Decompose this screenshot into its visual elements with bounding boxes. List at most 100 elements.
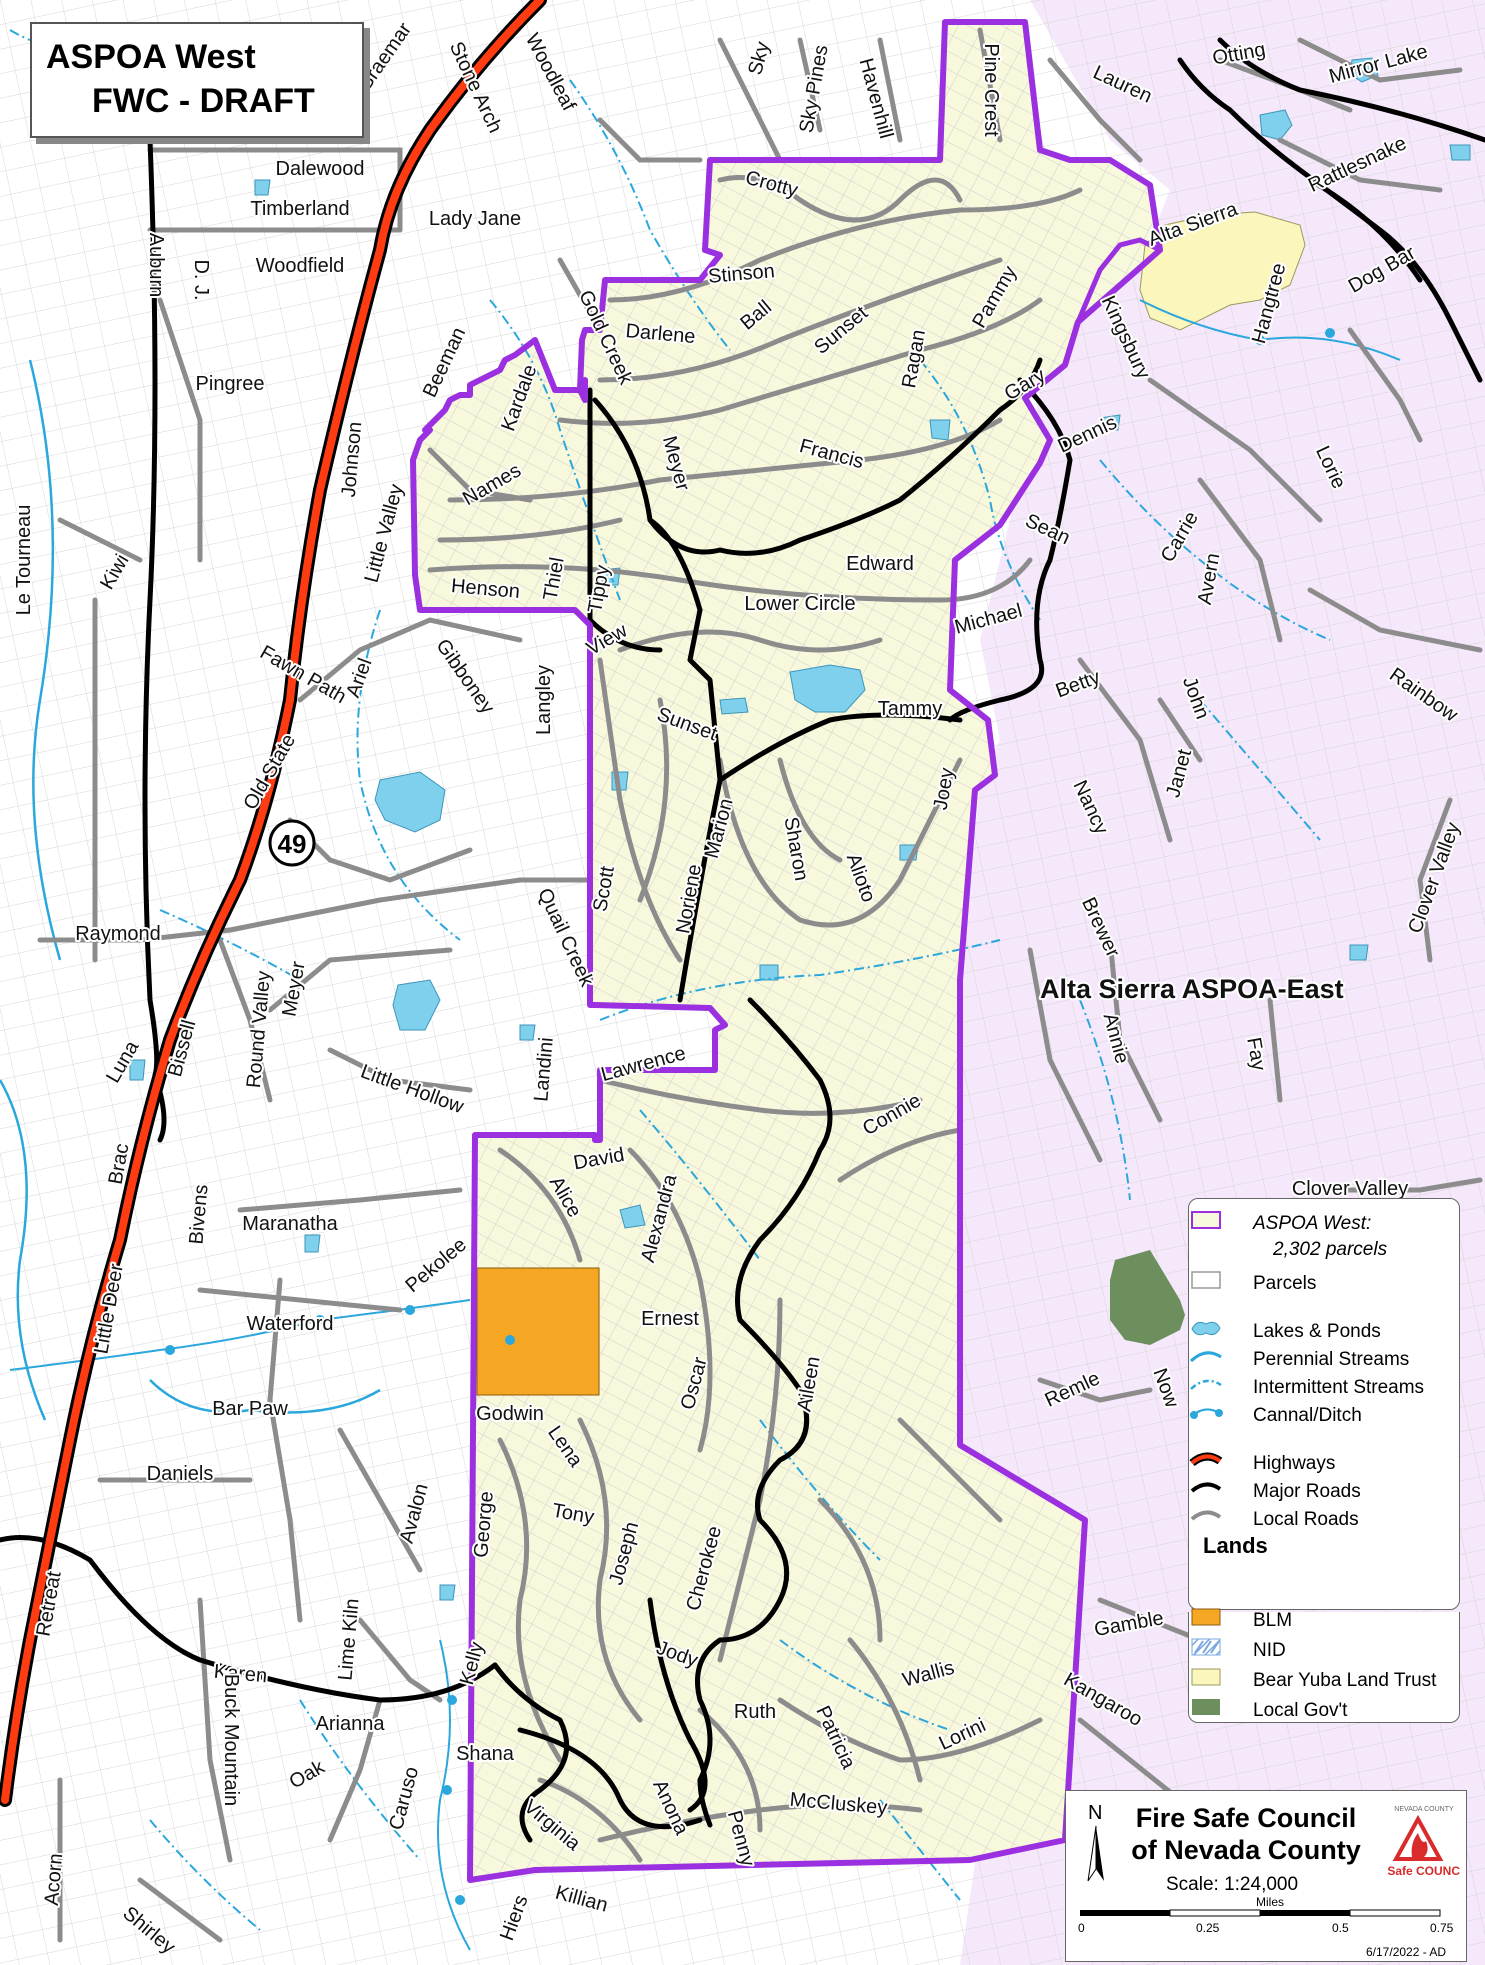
road-label-karen: Karen — [213, 1661, 268, 1688]
scale-text: Scale: 1:24,000 — [1166, 1874, 1299, 1895]
land-trust-symbol — [1191, 1668, 1221, 1686]
road-label-tammy: Tammy — [878, 698, 942, 720]
water-bodies — [129, 57, 1471, 1601]
north-label: N — [1088, 1802, 1102, 1824]
road-label-langley: Langley — [533, 665, 555, 735]
blm-symbol — [1191, 1608, 1221, 1626]
road-label-maranatha: Maranatha — [242, 1213, 338, 1235]
map-subtitle: FWC - DRAFT — [92, 82, 315, 120]
road-label-timberland: Timberland — [250, 198, 349, 220]
legend-label: Perennial Streams — [1253, 1349, 1410, 1370]
legend-item-major: Major Roads — [1189, 1477, 1459, 1507]
blm-area — [476, 1267, 600, 1396]
east-boundary-stub — [1075, 237, 1162, 323]
intermittent-stream-symbol — [1190, 1379, 1222, 1390]
org-name-line2: of Nevada County — [1131, 1835, 1361, 1865]
road-label-godwin: Godwin — [476, 1403, 544, 1425]
road-label-auburn: Auburn — [145, 233, 167, 298]
legend-lands: BLM NID Bear Yuba Land Trust Local Gov't — [1188, 1608, 1460, 1726]
road-label-ernest: Ernest — [641, 1308, 699, 1330]
local-gov-area — [1110, 1250, 1185, 1345]
major-roads — [0, 37, 1485, 1843]
legend-item-trust: Bear Yuba Land Trust — [1189, 1666, 1459, 1696]
scale-unit: Miles — [1256, 1896, 1284, 1909]
road-label-fay: Fay — [1242, 1036, 1269, 1073]
legend-label: Lakes & Ponds — [1253, 1321, 1381, 1342]
legend-item-local: Local Roads — [1189, 1505, 1459, 1535]
road-label-waterford: Waterford — [246, 1313, 333, 1335]
legend-label: Cannal/Ditch — [1253, 1405, 1362, 1426]
aspoa-west-boundary — [410, 19, 1163, 1883]
map-title: ASPOA West — [46, 38, 256, 76]
nid-symbol — [1191, 1638, 1221, 1656]
parcel-symbol — [1191, 1271, 1221, 1289]
legend-label: NID — [1253, 1640, 1286, 1661]
org-name-line1: Fire Safe Council — [1135, 1803, 1357, 1833]
road-label-acorn: Acorn — [41, 1852, 67, 1906]
road-label-shana: Shana — [456, 1743, 515, 1765]
major-road-symbol — [1190, 1482, 1222, 1493]
legend-label: ASPOA West: — [1253, 1213, 1372, 1234]
legend-lands-heading: Lands — [1203, 1533, 1268, 1558]
region-label: Alta Sierra ASPOA-East — [1040, 974, 1344, 1004]
scale-tick: 0.75 — [1430, 1921, 1454, 1935]
legend-label: Local Gov't — [1253, 1700, 1348, 1721]
credit-box: N Fire Safe Council of Nevada County Sca… — [1065, 1790, 1467, 1962]
legend-label: Major Roads — [1253, 1481, 1361, 1502]
road-label-ruth: Ruth — [734, 1701, 776, 1723]
local-road-symbol — [1190, 1510, 1222, 1521]
legend-item-boundary: ASPOA West: — [1189, 1209, 1459, 1239]
road-label-buck-mountain: Buck Mountain — [220, 1674, 242, 1806]
road-label-lower-circle: Lower Circle — [744, 593, 855, 615]
legend: ASPOA West: 2,302 parcels Parcels Lakes … — [1188, 1198, 1460, 1610]
road-label-dj: D. J. — [190, 259, 212, 300]
legend-label: Intermittent Streams — [1253, 1377, 1425, 1398]
road-label-le-tourneau: Le Tourneau — [13, 505, 35, 616]
legend-item-perennial: Perennial Streams — [1189, 1345, 1459, 1375]
road-label-edward: Edward — [846, 553, 914, 575]
road-label-dalewood: Dalewood — [276, 158, 365, 180]
land-trust-area — [1139, 211, 1306, 331]
scale-tick: 0 — [1078, 1921, 1085, 1935]
legend-item-blm: BLM — [1189, 1606, 1459, 1636]
legend-item-ditch: Cannal/Ditch — [1189, 1401, 1459, 1431]
highway-shield-label: 49 — [278, 829, 307, 859]
logo-arc: NEVADA COUNTY — [1394, 1806, 1454, 1813]
legend-label: Bear Yuba Land Trust — [1253, 1670, 1437, 1691]
legend-label: Parcels — [1253, 1273, 1317, 1294]
legend-boundary-symbol — [1191, 1211, 1221, 1229]
legend-item-nid: NID — [1189, 1636, 1459, 1666]
legend-sublabel: 2,302 parcels — [1273, 1239, 1388, 1260]
perennial-stream-symbol — [1189, 1351, 1222, 1363]
road-label-pingree: Pingree — [196, 373, 265, 395]
road-label-bar-paw: Bar Paw — [212, 1398, 288, 1420]
legend-item-gov: Local Gov't — [1189, 1696, 1459, 1726]
legend-label: Highways — [1253, 1453, 1336, 1474]
road-label-lady-jane: Lady Jane — [429, 208, 521, 230]
ditch-symbol — [1190, 1408, 1223, 1419]
legend-item-lakes: Lakes & Ponds — [1189, 1317, 1459, 1347]
road-label-pine-crest: Pine Crest — [980, 43, 1002, 137]
road-label-daniels: Daniels — [147, 1463, 214, 1485]
legend-label: Local Roads — [1253, 1509, 1359, 1530]
road-label-raymond: Raymond — [75, 923, 161, 945]
legend-item-highway: Highways — [1189, 1449, 1459, 1479]
ditch-nodes — [165, 328, 1335, 1905]
road-label-arianna: Arianna — [316, 1713, 386, 1735]
north-arrow-icon: N — [1087, 1802, 1104, 1882]
lake-symbol — [1191, 1321, 1221, 1336]
scale-tick: 0.5 — [1332, 1921, 1349, 1935]
legend-label: BLM — [1253, 1610, 1293, 1631]
scale-tick: 0.25 — [1196, 1921, 1220, 1935]
road-label-woodfield: Woodfield — [256, 255, 345, 277]
local-gov-symbol — [1192, 1699, 1220, 1715]
road-label-clover-valley-2: Clover Valley — [1292, 1178, 1408, 1200]
highway-49 — [0, 0, 547, 1807]
legend-item-intermittent: Intermittent Streams — [1189, 1373, 1459, 1403]
legend-item-parcels: Parcels — [1189, 1269, 1459, 1299]
map-title-box: ASPOA West FWC - DRAFT — [30, 22, 364, 138]
intermittent-streams — [9, 29, 1331, 1931]
